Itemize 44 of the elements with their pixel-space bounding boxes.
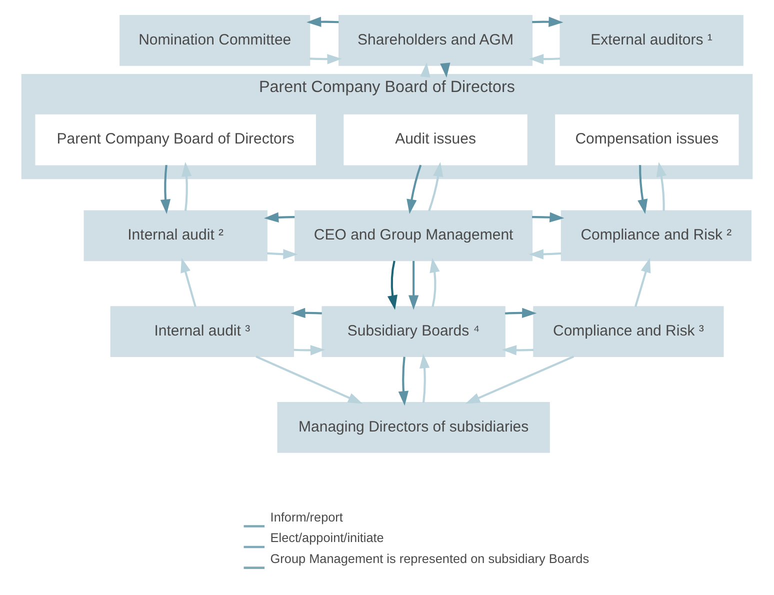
node-box: Nomination Committee	[120, 15, 310, 66]
arrow	[267, 249, 298, 260]
arrow	[532, 16, 564, 27]
arrow	[180, 258, 196, 308]
arrow	[420, 62, 430, 78]
arrow	[290, 308, 322, 318]
arrow	[160, 164, 171, 214]
node-box: Compensation issues	[555, 114, 739, 166]
arrow	[306, 16, 339, 27]
arrow	[408, 260, 419, 310]
arrow	[182, 162, 192, 211]
arrow	[264, 212, 295, 222]
node-box: Compliance and Risk ²	[560, 210, 752, 262]
legend-label: Group Management is represented on subsidiary Boards	[270, 552, 590, 566]
node-box: Internal audit ³	[110, 306, 294, 357]
arrow	[256, 356, 363, 404]
arrow	[430, 258, 440, 307]
arrow	[529, 54, 560, 64]
arrow	[428, 162, 444, 212]
arrow	[440, 62, 450, 78]
node-box: Managing Directors of subsidiaries	[277, 402, 550, 453]
node-box: Subsidiary Boards ⁴	[322, 306, 506, 357]
node-box: Internal audit ²	[84, 210, 268, 262]
arrow	[656, 162, 666, 211]
arrow	[406, 164, 422, 214]
arrow	[294, 345, 326, 356]
arrow	[528, 249, 562, 260]
arrow	[419, 354, 430, 403]
arrow	[634, 258, 651, 308]
arrow	[310, 54, 342, 64]
arrow	[387, 260, 398, 310]
node-box: Compliance and Risk ³	[533, 306, 724, 357]
arrow	[505, 308, 537, 318]
node-box: CEO and Group Management	[294, 210, 533, 262]
node-box: Parent Company Board of Directors	[35, 114, 316, 166]
legend-label: Elect/appoint/initiate	[270, 531, 384, 546]
legend-label: Inform/report	[270, 510, 343, 524]
arrow	[465, 356, 574, 404]
node-box: Audit issues	[344, 114, 528, 166]
arrow	[502, 345, 534, 356]
arrow	[532, 212, 564, 222]
arrow	[638, 165, 648, 214]
node-box: External auditors ¹	[560, 15, 744, 66]
arrow	[398, 356, 409, 406]
